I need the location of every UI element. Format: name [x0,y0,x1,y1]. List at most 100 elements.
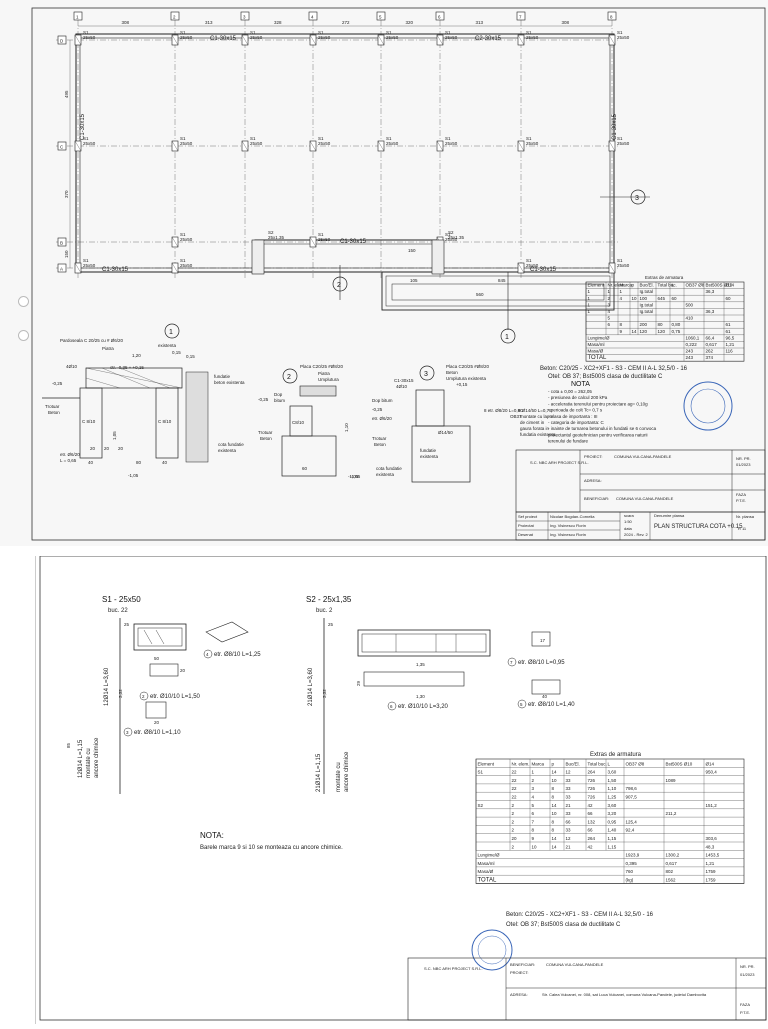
svg-text:bitum: bitum [274,398,285,403]
table-cell: 36,3 [706,289,715,294]
svg-text:12Ø14 L=3,60: 12Ø14 L=3,60 [104,667,110,706]
column-dim: 25x50 [180,35,193,40]
svg-text:1:50: 1:50 [624,519,633,524]
table-cell: 1,50 [608,778,617,783]
svg-text:Ing. Visinescu Florin: Ing. Visinescu Florin [550,523,586,528]
svg-text:etr. Ø10/10 L=1,50: etr. Ø10/10 L=1,50 [150,694,201,700]
grid-letter-A: A [60,267,63,272]
grid-spacing: 328 [274,20,282,25]
table-header-cell: Total buc. [658,283,677,288]
table-cell: 500 [686,302,694,307]
table-footer-label: TOTAL [478,878,497,884]
svg-text:BENEFICIAR:: BENEFICIAR: [510,962,535,967]
svg-text:20: 20 [180,668,186,673]
table-cell: 2 [512,811,515,816]
table-header-cell: L [608,761,611,766]
table-cell: 0,75 [672,329,681,334]
table-footer-cell: 1,21 [706,861,715,866]
table-cell: 2 [512,803,515,808]
svg-text:Desenat: Desenat [518,532,534,537]
column-label: S1 [83,258,89,263]
svg-text:PLAN STRUCTURA COTA +0.15: PLAN STRUCTURA COTA +0.15 [654,524,743,530]
nota-line: - acceleratia terenului pentru proiectar… [548,401,648,406]
svg-text:29: 29 [356,680,361,686]
svg-text:1,35: 1,35 [416,662,425,667]
table-footer-cell: 243 [686,355,694,360]
table-cell: 5 [608,316,611,321]
svg-text:2: 2 [142,694,145,699]
beam-label-c1-bottom-right: C1-30x15 [530,267,557,273]
grid-bubble-6 [435,11,445,21]
column-dim: 25x50 [83,263,96,268]
table-header-cell: Nr. elem. [512,761,530,766]
table-cell: 36,3 [706,309,715,314]
svg-text:50: 50 [154,656,160,661]
company-stamp-bottom [471,929,513,971]
table-cell: 10 [552,811,558,816]
svg-text:buc. 22: buc. 22 [108,608,128,614]
table-cell: 0,95 [608,819,617,824]
svg-text:12Ø14 L=1,15: 12Ø14 L=1,15 [78,739,84,778]
svg-text:ADRESA:: ADRESA: [510,992,528,997]
table-footer-cell: 0,617 [706,342,718,347]
svg-text:S1 - 25x50: S1 - 25x50 [102,595,141,604]
section-marker-3: 3 [600,189,650,205]
svg-text:1,20: 1,20 [132,353,141,358]
column-dim: 25x50 [318,141,331,146]
grid-letter-C: C [60,145,64,150]
svg-text:fundatie: fundatie [214,374,231,379]
table-header-cell: Ø14 [706,761,715,766]
svg-text:cota fundatie: cota fundatie [376,466,402,471]
nota-text-bottom: Barele marca 9 si 10 se monteaza cu anco… [200,845,343,851]
vertical-dim: 495 [64,90,69,98]
svg-text:Placa C20/25 #Ø8/20: Placa C20/25 #Ø8/20 [300,364,344,369]
column-label: S1 [83,136,89,141]
table-cell: 6 [532,811,535,816]
table-cell: Ig.total [640,289,654,294]
otel-note-top: Otel: OB 37; Bst500S clasa de ductilitat… [548,374,663,380]
column-dim: 25x50 [386,35,399,40]
table-cell: 2 [608,296,611,301]
table-cell: 211,2 [666,811,677,816]
table-footer-cell: 1562 [666,878,677,883]
table-cell: 1 [588,289,591,294]
svg-text:40: 40 [162,460,168,465]
table-cell: 1,25 [608,795,617,800]
table-cell: 60 [672,296,678,301]
grid-bubble-5 [376,11,386,21]
column-label: S1 [318,232,324,237]
svg-text:-1,05: -1,05 [128,473,139,478]
table-cell: 1 [608,289,611,294]
table-footer-label: Lungime/Ø [478,853,501,858]
table-footer-cell: 1453,5 [706,853,720,858]
table-cell: 100 [640,296,648,301]
svg-text:Piatra: Piatra [102,346,114,351]
svg-text:21Ø14 L=3,60: 21Ø14 L=3,60 [308,667,314,706]
svg-text:Dop bitum: Dop bitum [372,398,393,403]
table-cell: 1089 [666,778,677,783]
svg-text:etr. Ø6/20: etr. Ø6/20 [60,452,80,457]
table-cell: 1 [532,770,535,775]
column-label: S1 [617,136,623,141]
svg-text:-0,25: -0,25 [258,397,269,402]
svg-text:-1,05: -1,05 [348,474,359,479]
table-cell: 264 [588,836,596,841]
table-title: Extras de armatura [645,275,684,280]
table-footer-label: Lungime/Ø [588,335,611,340]
column-dim: 25x50 [250,35,263,40]
table-header-cell: L [672,283,675,288]
svg-text:2: 2 [287,374,291,381]
column-label: S1 [386,30,392,35]
table-cell: 33 [566,828,572,833]
svg-text:COMUNA VULCANA-PANDELE: COMUNA VULCANA-PANDELE [546,962,604,967]
svg-text:01/2023: 01/2023 [740,972,755,977]
grid-spacing: 308 [562,20,570,25]
column-dim: 25x50 [386,141,399,146]
table-cell: 1 [588,302,591,307]
table-cell: 22 [512,778,518,783]
svg-text:3: 3 [424,371,428,378]
svg-text:Nr. plansa: Nr. plansa [736,514,755,519]
title-block-bottom: S.C. NBC ARH PROJECT S.R.L. BENEFICIAR: … [407,957,767,1021]
svg-text:Proiectat: Proiectat [518,523,535,528]
svg-text:etr. Ø8/10 L=1,10: etr. Ø8/10 L=1,10 [134,730,181,736]
